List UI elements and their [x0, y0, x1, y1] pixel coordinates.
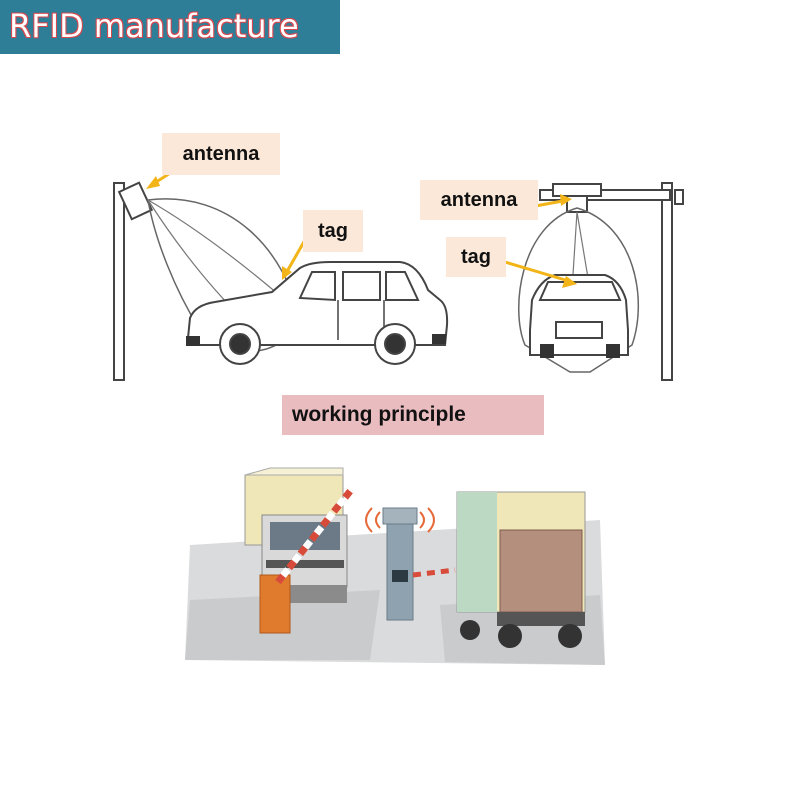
antenna-beam-right: [518, 207, 639, 373]
car-side-body: [187, 261, 449, 346]
car-front-body: [529, 274, 629, 356]
side-view-illustration: [113, 181, 449, 381]
gantry-beam: [539, 189, 671, 201]
gantry-pole-right: [661, 182, 673, 381]
antenna-panel-left: [117, 181, 154, 221]
front-view-illustration: [518, 182, 684, 381]
barrier-arm: [275, 482, 358, 585]
label-antenna-side: antenna: [162, 133, 280, 175]
label-tag-front: tag: [446, 237, 506, 277]
arrow-tag-right: [504, 260, 573, 284]
page-title: RFID manufacture: [9, 7, 299, 45]
label-antenna-front: antenna: [420, 180, 538, 220]
title-banner: RFID manufacture: [0, 0, 340, 54]
antenna-beam-left: [147, 198, 301, 352]
toll-gate-illustration: [185, 467, 605, 665]
label-tag-side: tag: [303, 210, 363, 252]
barrier-box: [259, 574, 291, 634]
working-principle-caption: working principle: [282, 395, 544, 435]
antenna-pole-left: [113, 182, 125, 381]
arrow-tag-left: [283, 239, 307, 276]
